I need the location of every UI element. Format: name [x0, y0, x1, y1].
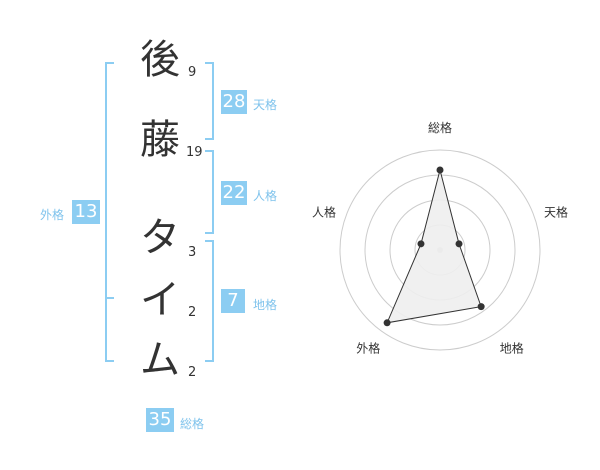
jinkaku-value: 22	[221, 181, 247, 205]
radar-point-3	[477, 303, 485, 311]
stroke-count-1: 9	[188, 65, 197, 80]
name-char-2: 藤	[140, 117, 180, 163]
radar-polygon	[386, 169, 482, 324]
name-char-3: タ	[140, 215, 180, 261]
name-char-5: ム	[140, 337, 180, 383]
chikaku-value: 7	[221, 289, 245, 313]
gaikaku-bracket-tick	[105, 297, 114, 299]
radar-ring	[339, 149, 541, 351]
stroke-count-4: 2	[188, 305, 197, 320]
jinkaku-label: 人格	[253, 189, 278, 203]
radar-point-5	[417, 240, 425, 248]
radar-points	[383, 166, 485, 327]
stroke-count-2: 19	[186, 145, 203, 160]
name-char-4: イ	[140, 277, 180, 323]
jinkaku-bracket	[205, 150, 214, 234]
radar-axis-label-4: 外格	[356, 341, 380, 356]
stroke-count-5: 2	[188, 365, 197, 380]
radar-polygon-group	[386, 169, 482, 324]
stroke-count-3: 3	[188, 245, 197, 260]
radar-point-1	[436, 166, 444, 174]
radar-point-4	[383, 319, 391, 327]
gaikaku-label: 外格	[40, 208, 65, 222]
name-char-1: 後	[140, 37, 180, 83]
radar-point-2	[455, 240, 463, 248]
tenkaku-bracket	[205, 62, 214, 140]
soukaku-value: 35	[146, 408, 174, 432]
tenkaku-value: 28	[221, 90, 247, 114]
radar-axis-label-2: 天格	[544, 204, 568, 219]
gaikaku-bracket	[105, 62, 114, 362]
tenkaku-label: 天格	[253, 98, 278, 112]
chikaku-bracket	[205, 240, 214, 362]
gaikaku-value: 13	[72, 200, 100, 224]
radar-axis-label-5: 人格	[312, 204, 336, 219]
chikaku-label: 地格	[253, 298, 278, 312]
radar-axis-label-3: 地格	[500, 341, 524, 356]
soukaku-label: 総格	[180, 417, 205, 431]
radar-axis-label-1: 総格	[428, 120, 452, 135]
